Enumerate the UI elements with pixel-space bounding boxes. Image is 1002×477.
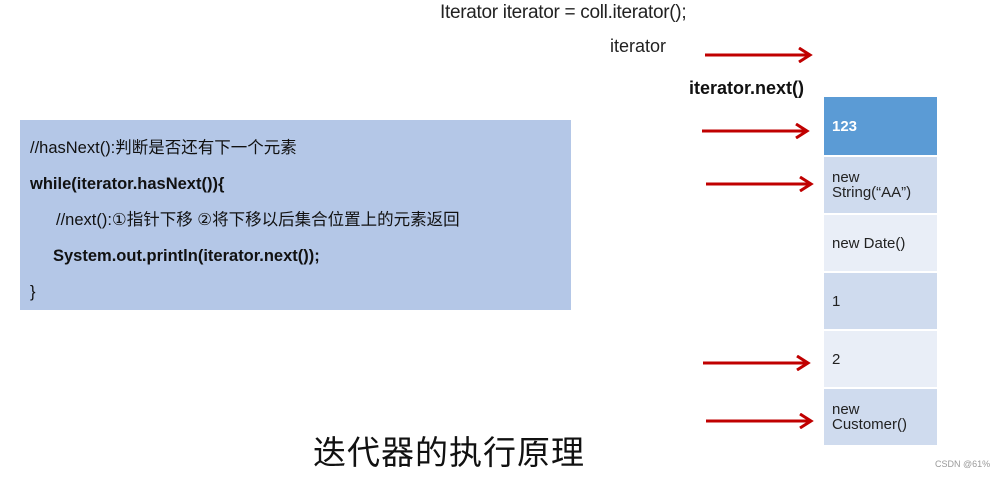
collection-cell: 1 (824, 273, 937, 329)
arrow-right-icon (705, 47, 813, 63)
code-close-brace: } (30, 283, 36, 301)
code-box: //hasNext():判断是否还有下一个元素 while(iterator.h… (20, 120, 571, 310)
iterator-pointer-label: iterator (610, 36, 667, 56)
arrow-right-icon (706, 413, 814, 429)
collection-cell: new Date() (824, 215, 937, 271)
code-comment-hasnext: //hasNext():判断是否还有下一个元素 (30, 139, 297, 157)
iterator-declaration: Iterator iterator = coll.iterator(); (440, 2, 687, 23)
arrow-right-icon (703, 355, 811, 371)
arrow-right-icon (702, 123, 810, 139)
code-println: System.out.println(iterator.next()); (53, 247, 320, 265)
code-comment-next: //next():①指针下移 ②将下移以后集合位置上的元素返回 (56, 211, 460, 229)
collection-cell: 123 (824, 97, 937, 155)
arrow-right-icon (706, 176, 814, 192)
collection-cell: 2 (824, 331, 937, 387)
cell-text: 1 (832, 292, 841, 310)
watermark: CSDN @61% (935, 459, 991, 469)
code-while-loop: while(iterator.hasNext()){ (30, 175, 225, 193)
cell-text: 123 (832, 117, 858, 135)
diagram-caption: 迭代器的执行原理 (313, 433, 585, 472)
cell-text: new Date() (832, 234, 906, 252)
iterator-next-label: iterator.next() (689, 78, 805, 98)
cell-text: 2 (832, 350, 841, 368)
